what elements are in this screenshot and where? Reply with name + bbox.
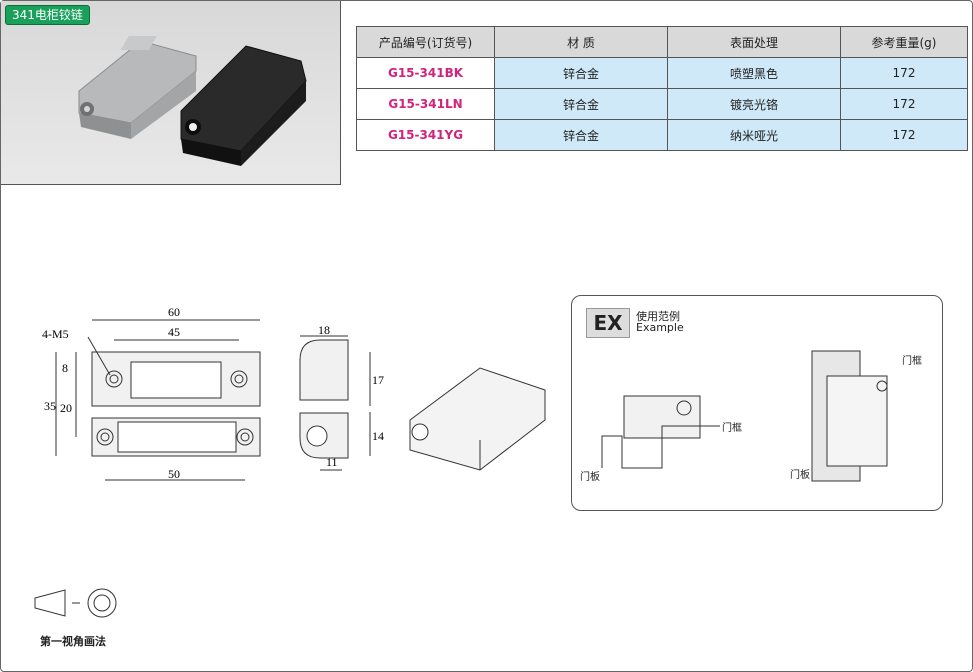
table-row: G15-341YG 锌合金 纳米哑光 172 [356, 119, 968, 151]
example-title-cn: 使用范例 [636, 310, 680, 323]
product-code: G15-341LN [356, 88, 495, 120]
label-door-panel-left: 门板 [580, 472, 600, 483]
product-series-tag: 341电柜铰链 [5, 5, 90, 25]
product-code: G15-341YG [356, 119, 495, 151]
material-cell: 锌合金 [494, 119, 668, 151]
table-row: G15-341LN 锌合金 镀亮光铬 172 [356, 88, 968, 120]
dim-11: 11 [326, 455, 338, 469]
dim-17: 17 [372, 373, 384, 387]
finish-cell: 喷塑黑色 [667, 57, 841, 89]
ex-badge: EX [586, 308, 630, 338]
finish-cell: 镀亮光铬 [667, 88, 841, 120]
hinge-photo [78, 36, 307, 166]
weight-cell: 172 [840, 57, 968, 89]
label-door-frame-left: 门框 [722, 423, 742, 434]
thread-spec: 4-M5 [42, 327, 69, 341]
dim-20: 20 [60, 401, 72, 415]
label-door-panel-right: 门板 [790, 470, 810, 481]
example-illustration [601, 350, 888, 482]
weight-cell: 172 [840, 88, 968, 120]
dim-8: 8 [62, 361, 68, 375]
header-code: 产品编号(订货号) [356, 26, 495, 58]
example-title-en: Example [636, 321, 684, 334]
material-cell: 锌合金 [494, 88, 668, 120]
usage-example-box: EX 使用范例 Example 门框 门板 门框 门板 [571, 295, 943, 511]
dim-45: 45 [168, 325, 180, 339]
product-code: G15-341BK [356, 57, 495, 89]
header-material: 材 质 [494, 26, 668, 58]
header-finish: 表面处理 [667, 26, 841, 58]
dim-50: 50 [168, 467, 180, 481]
projection-method-label: 第一视角画法 [40, 635, 106, 648]
product-photo-panel: 341电柜铰链 [1, 1, 341, 185]
weight-cell: 172 [840, 119, 968, 151]
header-weight: 参考重量(g) [840, 26, 968, 58]
spec-table: 产品编号(订货号) 材 质 表面处理 参考重量(g) G15-341BK 锌合金… [356, 26, 968, 151]
dim-35: 35 [44, 399, 56, 413]
table-row: G15-341BK 锌合金 喷塑黑色 172 [356, 57, 968, 89]
dim-14: 14 [372, 429, 384, 443]
dim-60: 60 [168, 305, 180, 319]
label-door-frame-right: 门框 [902, 356, 922, 367]
spec-header-row: 产品编号(订货号) 材 质 表面处理 参考重量(g) [356, 26, 968, 58]
dim-18: 18 [318, 323, 330, 337]
material-cell: 锌合金 [494, 57, 668, 89]
finish-cell: 纳米哑光 [667, 119, 841, 151]
